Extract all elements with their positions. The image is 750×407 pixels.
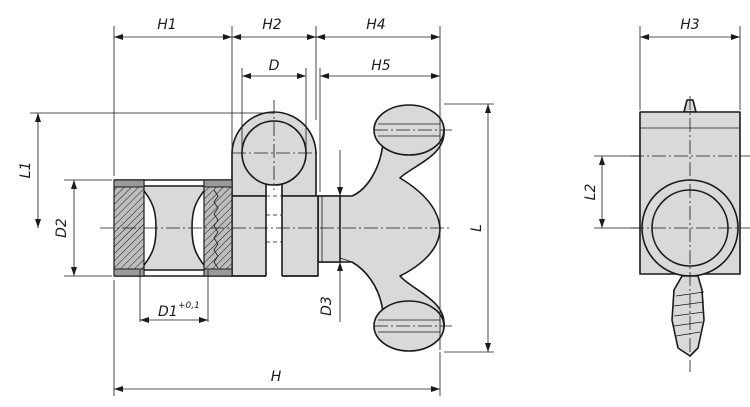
label-L: L	[469, 224, 485, 232]
clamp-body	[231, 111, 319, 278]
dimension-H: H	[114, 369, 440, 392]
label-H3: H3	[680, 17, 699, 33]
label-L1: L1	[18, 162, 34, 179]
label-D2: D2	[54, 218, 70, 238]
dimension-H3: H3	[639, 17, 741, 110]
dimension-H5: H5	[320, 58, 440, 79]
dimension-L1: L1	[18, 113, 41, 228]
side-view: H3 L2	[583, 17, 750, 372]
dimension-H1: H1	[114, 17, 232, 40]
label-H2: H2	[262, 17, 282, 33]
side-star-grip	[671, 275, 705, 357]
label-D3: D3	[319, 296, 335, 316]
label-L2: L2	[583, 184, 599, 201]
front-view: H1 H2 H4 D H5	[18, 17, 494, 396]
dimension-D1: D1 +0,1	[140, 301, 208, 323]
dimension-D: D	[242, 58, 306, 79]
dimension-H2: H2	[232, 17, 316, 40]
dimension-L: L	[469, 104, 491, 352]
threaded-shaft	[317, 195, 341, 263]
dimension-D3: D3	[319, 150, 343, 322]
label-D1-tolerance: +0,1	[178, 301, 200, 311]
label-D1: D1	[158, 304, 178, 320]
dimension-D2: D2	[54, 180, 77, 276]
label-D: D	[269, 58, 280, 74]
dimension-H4: H4	[316, 17, 440, 40]
label-H1: H1	[157, 17, 176, 33]
label-H5: H5	[371, 58, 391, 74]
label-H4: H4	[366, 17, 385, 33]
dimension-L2: L2	[583, 155, 640, 229]
label-H: H	[271, 369, 282, 385]
